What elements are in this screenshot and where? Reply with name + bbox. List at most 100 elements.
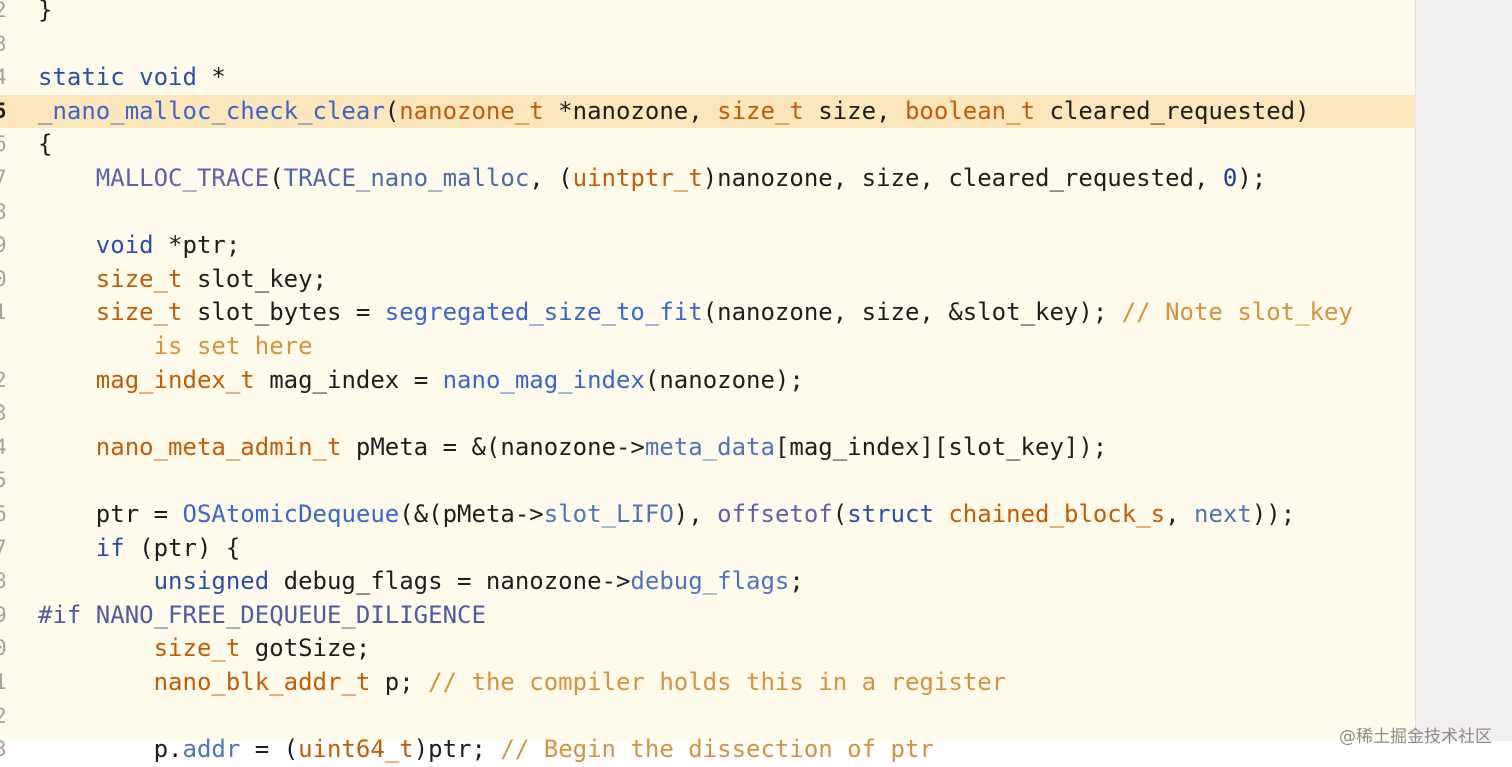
code-token: { <box>38 130 53 159</box>
code-line[interactable]: 7 if (ptr) { <box>0 532 1415 566</box>
code-token: )); <box>1251 500 1296 528</box>
code-token: size, <box>803 96 905 125</box>
code-line[interactable]: 4 nano_meta_admin_t pMeta = &(nanozone->… <box>0 431 1415 465</box>
code-token: *nanozone, <box>543 96 718 125</box>
code-line[interactable]: 3 <box>0 397 1415 431</box>
line-number: 2 <box>0 703 7 728</box>
code-token: ); <box>1237 164 1267 192</box>
line-number: 4 <box>0 65 7 90</box>
code-token: segregated_size_to_fit <box>384 298 703 327</box>
code-token: } <box>38 0 53 24</box>
code-token: MALLOC_TRACE <box>95 164 270 192</box>
code-token: TRACE_nano_malloc <box>283 164 530 192</box>
code-token <box>38 567 154 595</box>
code-token <box>38 668 154 696</box>
line-number: 5 <box>0 98 7 123</box>
code-token: nano_mag_index <box>442 365 645 394</box>
code-token: ( <box>269 164 284 192</box>
code-token: ptr = <box>38 500 183 528</box>
line-number: 1 <box>0 670 7 694</box>
code-token: void <box>139 63 197 92</box>
code-token: slot_bytes = <box>182 298 385 327</box>
code-token: *ptr; <box>153 231 241 260</box>
line-number: 6 <box>0 132 7 157</box>
code-line[interactable]: 7 MALLOC_TRACE(TRACE_nano_malloc, (uintp… <box>0 162 1415 196</box>
code-token <box>38 332 154 360</box>
code-token <box>38 298 96 326</box>
code-token: #if NANO_FREE_DEQUEUE_DILIGENCE <box>38 600 486 629</box>
code-token: _nano_malloc_check_clear <box>38 96 385 125</box>
code-token <box>38 265 96 293</box>
watermark: @稀土掘金技术社区 <box>1339 727 1492 747</box>
code-line[interactable]: 5 _nano_malloc_check_clear(nanozone_t *na… <box>0 94 1415 129</box>
code-token: gotSize; <box>240 634 371 663</box>
code-text: MALLOC_TRACE(TRACE_nano_malloc, (uintptr… <box>38 162 1266 196</box>
code-text: unsigned debug_flags = nanozone->debug_f… <box>38 565 804 599</box>
code-line[interactable]: 5 <box>0 464 1415 498</box>
code-text: { <box>38 128 52 162</box>
line-number: 8 <box>0 569 7 594</box>
code-line[interactable]: 3 p.addr = (uint64_t)ptr; // Begin the d… <box>0 733 1415 767</box>
code-line[interactable]: 6 ptr = OSAtomicDequeue(&(pMeta->slot_LI… <box>0 498 1415 532</box>
code-token: static <box>38 63 125 92</box>
code-line[interactable]: 9 void *ptr; <box>0 229 1415 263</box>
code-line[interactable]: 6{ <box>0 128 1415 162</box>
line-number: 8 <box>0 199 7 224</box>
code-line[interactable]: 2 mag_index_t mag_index = nano_mag_index… <box>0 364 1415 398</box>
code-token: // the compiler holds this in a register <box>428 668 1007 696</box>
code-text: _nano_malloc_check_clear(nanozone_t *nan… <box>38 95 1310 129</box>
code-text: is set here <box>38 330 313 364</box>
code-token: size_t <box>95 264 183 293</box>
code-token: (ptr) { <box>124 533 241 562</box>
code-text: p.addr = (uint64_t)ptr; // Begin the dis… <box>38 733 934 767</box>
line-number: 7 <box>0 166 7 190</box>
code-text: size_t slot_bytes = segregated_size_to_f… <box>38 296 1353 330</box>
code-token: debug_flags = nanozone-> <box>269 567 631 596</box>
code-token: 0 <box>1222 164 1238 192</box>
code-text: nano_blk_addr_t p; // the compiler holds… <box>38 666 1007 700</box>
line-number: 6 <box>0 502 7 526</box>
code-line[interactable]: 0 size_t slot_key; <box>0 263 1415 297</box>
code-line[interactable]: 0 size_t gotSize; <box>0 632 1415 666</box>
code-token <box>38 231 96 259</box>
code-token: offsetof <box>717 500 833 528</box>
code-text: size_t gotSize; <box>38 632 371 666</box>
code-line[interactable]: 1 nano_blk_addr_t p; // the compiler hol… <box>0 666 1415 700</box>
code-token: cleared_requested) <box>1035 96 1310 125</box>
code-line[interactable]: is set here <box>0 330 1415 364</box>
code-line[interactable]: 3 <box>0 28 1415 62</box>
code-token: p; <box>370 668 429 696</box>
code-text: } <box>38 0 52 28</box>
code-token: [mag_index][slot_key]); <box>774 432 1108 461</box>
code-token: // Note slot_key <box>1121 298 1353 327</box>
code-token <box>38 634 154 662</box>
code-line[interactable]: 2} <box>0 0 1415 28</box>
code-text: ptr = OSAtomicDequeue(&(pMeta->slot_LIFO… <box>38 498 1295 532</box>
code-token: is set here <box>153 332 313 360</box>
code-line[interactable]: 1 size_t slot_bytes = segregated_size_to… <box>0 296 1415 330</box>
code-token: uint64_t <box>298 735 414 764</box>
code-line[interactable]: 2 <box>0 700 1415 734</box>
code-token <box>125 63 139 91</box>
code-token: = ( <box>240 735 299 764</box>
line-number: 9 <box>0 233 7 258</box>
code-token <box>38 534 96 562</box>
code-token <box>38 433 96 461</box>
code-text: nano_meta_admin_t pMeta = &(nanozone->me… <box>38 431 1107 465</box>
code-token: (nanozone); <box>644 365 804 394</box>
code-token: ( <box>832 500 848 528</box>
code-token: , ( <box>529 164 573 192</box>
code-token: ), <box>673 500 718 528</box>
code-line[interactable]: 8 unsigned debug_flags = nanozone->debug… <box>0 565 1415 599</box>
code-token: )ptr; <box>413 735 501 764</box>
code-token: , <box>1165 500 1195 528</box>
code-token: pMeta = &(nanozone-> <box>341 432 645 461</box>
code-token: // Begin the dissection of ptr <box>500 735 934 764</box>
code-token: next <box>1194 500 1252 528</box>
code-line[interactable]: 8 <box>0 196 1415 230</box>
code-token: uintptr_t <box>572 164 703 192</box>
code-line[interactable]: 9#if NANO_FREE_DEQUEUE_DILIGENCE <box>0 599 1415 633</box>
code-token: size_t <box>95 298 183 327</box>
